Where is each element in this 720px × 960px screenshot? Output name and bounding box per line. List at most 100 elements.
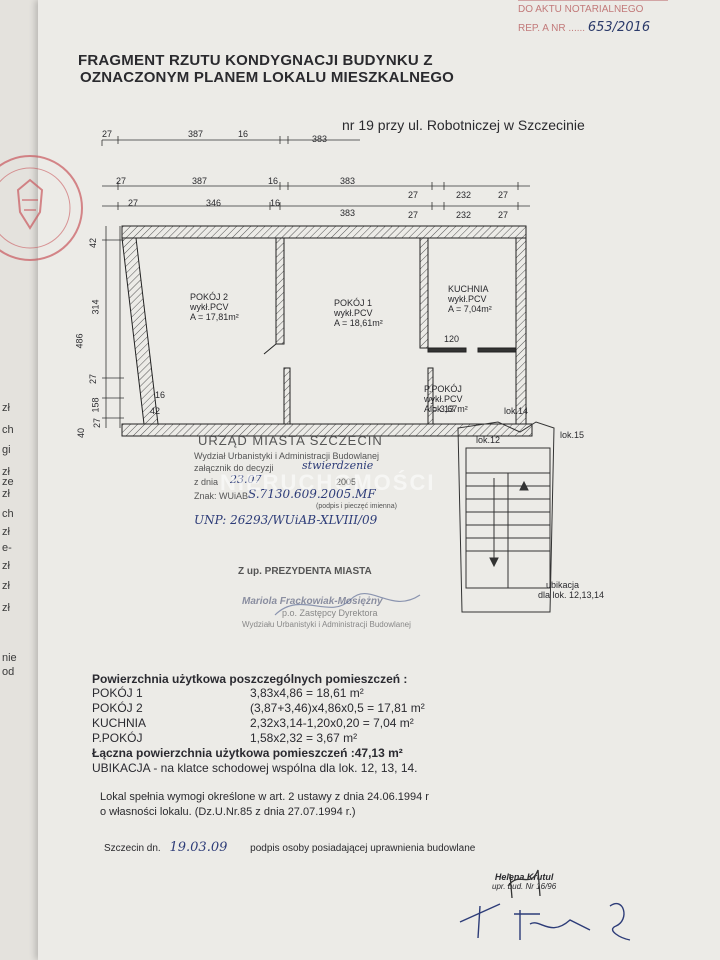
room-name: P.POKÓJ (424, 384, 462, 394)
stair-label-lok15: lok.15 (560, 430, 585, 440)
legal-note: Lokal spełnia wymogi określone w art. 2 … (100, 790, 429, 820)
dim-label: 387 (192, 176, 208, 186)
designer-stamp: Helena Krutul upr. bud. Nr 16/96 (492, 872, 556, 891)
address-line: nr 19 przy ul. Robotniczej w Szczecinie (342, 117, 585, 133)
dim-label: 16 (238, 129, 249, 139)
dim-label: 27 (92, 417, 103, 429)
areas-row-formula: 3,83x4,86 = 18,61 m² (250, 686, 364, 700)
areas-ubikacja: UBIKACJA - na klatce schodowej wspólna d… (92, 761, 418, 775)
document-title: FRAGMENT RZUTU KONDYGNACJI BUDYNKU Z OZN… (78, 52, 538, 86)
dim-label: 42 (150, 406, 161, 416)
president-stamp-line1: Z up. PREZYDENTA MIASTA (238, 566, 372, 577)
margin-fragment: nie (2, 652, 17, 664)
margin-fragment: zł (2, 526, 10, 538)
room-area: A = 3,67m² (424, 404, 468, 414)
stair-label-lok12: lok.12 (476, 435, 501, 445)
dim-label: 120 (444, 334, 460, 344)
president-stamp-line3: p.o. Zastępcy Dyrektora (282, 608, 378, 618)
dim-label: 158 (90, 397, 101, 413)
legal-line-1: Lokal spełnia wymogi określone w art. 2 … (100, 791, 429, 803)
signature-line: Szczecin dn. 19.03.09 podpis osoby posia… (104, 840, 475, 855)
president-stamp-line4: Wydziału Urbanistyki i Administracji Bud… (242, 620, 411, 629)
stair-label-lok13: lok.13 (430, 404, 455, 414)
margin-fragment: zł (2, 560, 10, 572)
room-finish: wykł.PCV (424, 394, 463, 404)
areas-row-name: P.POKÓJ (92, 731, 143, 745)
areas-row-name: KUCHNIA (92, 716, 147, 730)
margin-fragment: e- (2, 542, 12, 554)
document-sheet (38, 0, 720, 960)
areas-row-formula: (3,87+3,46)x4,86x0,5 = 17,81 m² (250, 701, 425, 715)
areas-row: POKÓJ 2 (3,87+3,46)x4,86x0,5 = 17,81 m² (92, 701, 532, 716)
margin-fragment: zł (2, 580, 10, 592)
margin-fragment: gi (2, 444, 11, 456)
room-pokoj-2: POKÓJ 2 wykł.PCV A = 17,81m² (190, 292, 239, 322)
dim-label: 383 (340, 176, 356, 186)
stair-label-ubikacja-lok: dla lok. 12,13,14 (538, 590, 605, 600)
dim-label: 232 (456, 190, 472, 200)
room-finish: wykł.PCV (448, 294, 487, 304)
office-stamp-line1: URZĄD MIASTA SZCZECIN (198, 433, 383, 448)
stair-label-lok14: lok.14 (504, 406, 529, 416)
office-stamp-hand-unp: UNP: 26293/WUiAB-XLVIII/09 (194, 513, 378, 527)
margin-fragment: ch (2, 424, 14, 436)
dim-label: 16 (155, 390, 166, 400)
office-stamp-line5: Znak: WUiAB (194, 491, 249, 501)
areas-heading: Powierzchnia użytkowa poszczególnych pom… (92, 672, 408, 686)
dim-label: 27 (408, 190, 419, 200)
areas-row-name: POKÓJ 1 (92, 686, 143, 700)
title-line-2: OZNACZONYM PLANEM LOKALU MIESZKALNEGO (80, 69, 455, 86)
room-area: A = 18,61m² (334, 318, 383, 328)
areas-total: Łączna powierzchnia użytkowa pomieszczeń… (92, 746, 403, 760)
dim-label: 27 (408, 210, 419, 220)
dim-label: 27 (128, 198, 139, 208)
room-name: POKÓJ 1 (334, 298, 373, 308)
watermark: NIERUCHOMOŚCI (220, 470, 436, 495)
notary-rep-number: 653/2016 (587, 20, 651, 35)
areas-row-name: POKÓJ 2 (92, 701, 143, 715)
dim-label: 27 (498, 190, 509, 200)
signature-date: 19.03.09 (169, 840, 228, 855)
dim-label: 16 (268, 176, 279, 186)
margin-fragment: ze (2, 476, 14, 488)
dim-label: 486 (74, 333, 85, 349)
room-p-pokoj: P.POKÓJ wykł.PCV A = 3,67m² (424, 384, 468, 414)
margin-fragment: od (2, 666, 15, 678)
stair-label-ubikacja: ubikacja (546, 580, 580, 590)
dim-label: 387 (188, 129, 204, 139)
areas-row: POKÓJ 1 3,83x4,86 = 18,61 m² (92, 686, 532, 701)
margin-fragment: zł (2, 402, 10, 414)
room-area: A = 7,04m² (448, 304, 492, 314)
president-signature (274, 593, 421, 616)
notary-stamp-line1: DO AKTU NOTARIALNEGO (518, 4, 644, 15)
office-stamp-line2: Wydział Urbanistyki i Administracji Budo… (194, 451, 379, 461)
room-finish: wykł.PCV (334, 308, 373, 318)
room-area: A = 17,81m² (190, 312, 239, 322)
room-kuchnia: KUCHNIA wykł.PCV A = 7,04m² (448, 284, 492, 314)
designer-reg: upr. bud. Nr 16/96 (492, 882, 557, 891)
office-stamp-line6: (podpis i pieczęć imienna) (316, 503, 397, 510)
room-finish: wykł.PCV (190, 302, 229, 312)
floor-plan (101, 136, 555, 613)
president-stamp-line2: Mariola Frackowiak-Mosiężny (242, 596, 383, 607)
dim-label: 383 (312, 134, 328, 144)
margin-fragment: zł (2, 466, 10, 478)
dim-label: 346 (206, 198, 222, 208)
office-stamp-hand-sign: S.7130.609.2005.MF (248, 487, 376, 501)
margin-fragment: zł (2, 488, 10, 500)
handwritten-signatures (459, 869, 631, 941)
room-name: KUCHNIA (448, 284, 489, 294)
areas-table: Powierzchnia użytkowa poszczególnych pom… (92, 672, 532, 776)
areas-row-formula: 1,58x2,32 = 3,67 m² (250, 731, 358, 745)
office-stamp-line3: załącznik do decyzji (194, 463, 274, 473)
office-stamp-hand-date: 23.07 (230, 473, 262, 486)
notary-stamp: DO AKTU NOTARIALNEGO REP. A NR ...... 65… (518, 0, 678, 38)
dim-label: 40 (76, 427, 87, 439)
dim-label: 27 (102, 129, 113, 139)
dim-label: 383 (340, 208, 356, 218)
dim-label: 232 (456, 210, 472, 220)
title-line-1: FRAGMENT RZUTU KONDYGNACJI BUDYNKU Z (78, 52, 433, 69)
notary-rep-label: REP. A NR (518, 23, 566, 34)
signature-place: Szczecin dn. (104, 843, 161, 854)
room-name: POKÓJ 2 (190, 292, 229, 302)
